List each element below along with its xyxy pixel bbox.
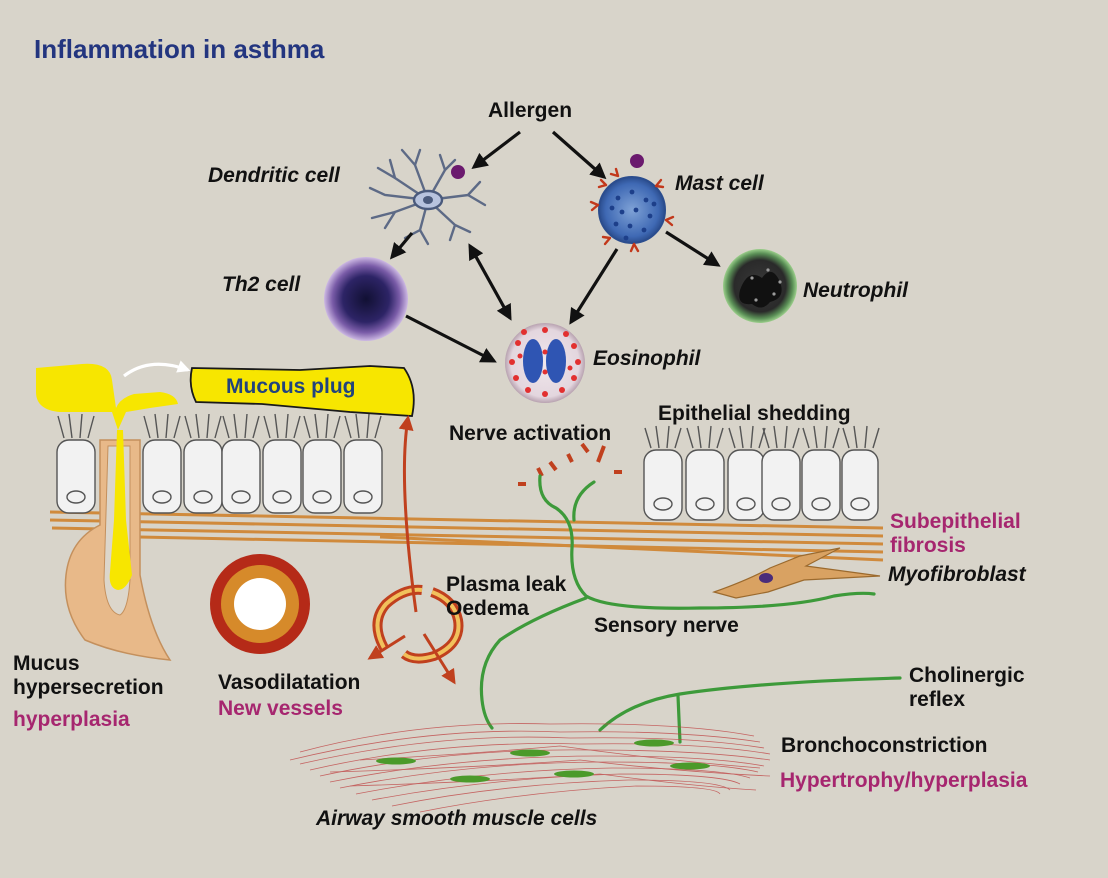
allergen-particle bbox=[451, 165, 465, 179]
th2-cell-label: Th2 cell bbox=[222, 273, 301, 296]
hypertrophy-label: Hypertrophy/hyperplasia bbox=[780, 769, 1028, 792]
arrow-mast-to-eosinophil bbox=[569, 248, 619, 325]
arrow-dendritic-eosinophil bbox=[468, 243, 512, 321]
myofibroblast-label: Myofibroblast bbox=[888, 563, 1026, 586]
smooth-muscle-cells bbox=[289, 723, 771, 813]
subepithelial-fibrosis-label: Subepithelial fibrosis bbox=[890, 510, 1021, 557]
epithelium-left bbox=[56, 413, 383, 514]
arrow-mast-to-neutrophil bbox=[665, 230, 721, 267]
arrow-dendritic-to-th2 bbox=[389, 231, 414, 260]
mucus-hypersecretion-label: Mucus hypersecretion bbox=[13, 652, 164, 699]
myofibroblast-icon bbox=[711, 547, 881, 599]
mucus-gland bbox=[64, 430, 172, 661]
allergen-label: Allergen bbox=[488, 99, 573, 122]
epithelium-right bbox=[643, 425, 880, 521]
eosinophil-icon bbox=[505, 323, 585, 403]
subepithelial-fibrosis-line-2: fibrosis bbox=[890, 533, 966, 557]
leak-to-plug-arrow bbox=[398, 415, 418, 613]
eosinophil-label: Eosinophil bbox=[593, 347, 701, 370]
arrow-allergen-to-mast bbox=[551, 130, 607, 180]
allergen-particle bbox=[630, 154, 644, 168]
leaky-vessel-icon bbox=[372, 584, 464, 664]
arrow-th2-to-eosinophil bbox=[405, 314, 497, 363]
th2-cell-icon bbox=[324, 257, 408, 341]
plasma-leak-line-2: Oedema bbox=[446, 596, 529, 620]
arrow-allergen-to-dendritic bbox=[471, 130, 521, 169]
leak-arrow-left bbox=[367, 634, 406, 660]
nerve-activation-label: Nerve activation bbox=[449, 422, 612, 445]
subepithelial-fibrosis-lines bbox=[49, 510, 884, 562]
cholinergic-reflex-line-1: Cholinergic bbox=[909, 664, 1025, 687]
plasma-leak-label: Plasma leak Oedema bbox=[446, 573, 566, 620]
blood-vessel-icon bbox=[210, 554, 310, 654]
new-vessels-label: New vessels bbox=[218, 697, 343, 720]
plasma-leak-line-1: Plasma leak bbox=[446, 573, 567, 596]
nerve-activation-marks bbox=[518, 442, 622, 486]
mucus-to-plug-arrow bbox=[123, 360, 191, 378]
cholinergic-reflex-label: Cholinergic reflex bbox=[909, 664, 1025, 711]
neutrophil-icon bbox=[723, 249, 797, 323]
neutrophil-label: Neutrophil bbox=[803, 279, 908, 302]
epithelial-shedding-label: Epithelial shedding bbox=[658, 402, 851, 425]
mucus-blob bbox=[36, 363, 178, 430]
mast-cell-icon bbox=[589, 167, 675, 253]
bronchoconstriction-label: Bronchoconstriction bbox=[781, 734, 988, 757]
dendritic-cell-icon bbox=[368, 148, 487, 246]
mast-cell-label: Mast cell bbox=[675, 172, 764, 195]
cholinergic-reflex-line-2: reflex bbox=[909, 687, 966, 711]
mucous-plug-label: Mucous plug bbox=[226, 375, 356, 398]
sensory-nerve-label: Sensory nerve bbox=[594, 614, 739, 637]
leak-arrow-down bbox=[422, 633, 456, 685]
mucus-hyperplasia-label: hyperplasia bbox=[13, 708, 130, 731]
sensory-nerve bbox=[479, 474, 876, 730]
vasodilatation-label: Vasodilatation bbox=[218, 671, 361, 694]
mucus-line-2: hypersecretion bbox=[13, 675, 164, 699]
subepithelial-fibrosis-line-1: Subepithelial bbox=[890, 510, 1021, 533]
page-title: Inflammation in asthma bbox=[34, 34, 325, 64]
mucus-line-1: Mucus bbox=[13, 652, 80, 675]
smooth-muscle-label: Airway smooth muscle cells bbox=[316, 807, 598, 830]
dendritic-cell-label: Dendritic cell bbox=[208, 164, 340, 187]
